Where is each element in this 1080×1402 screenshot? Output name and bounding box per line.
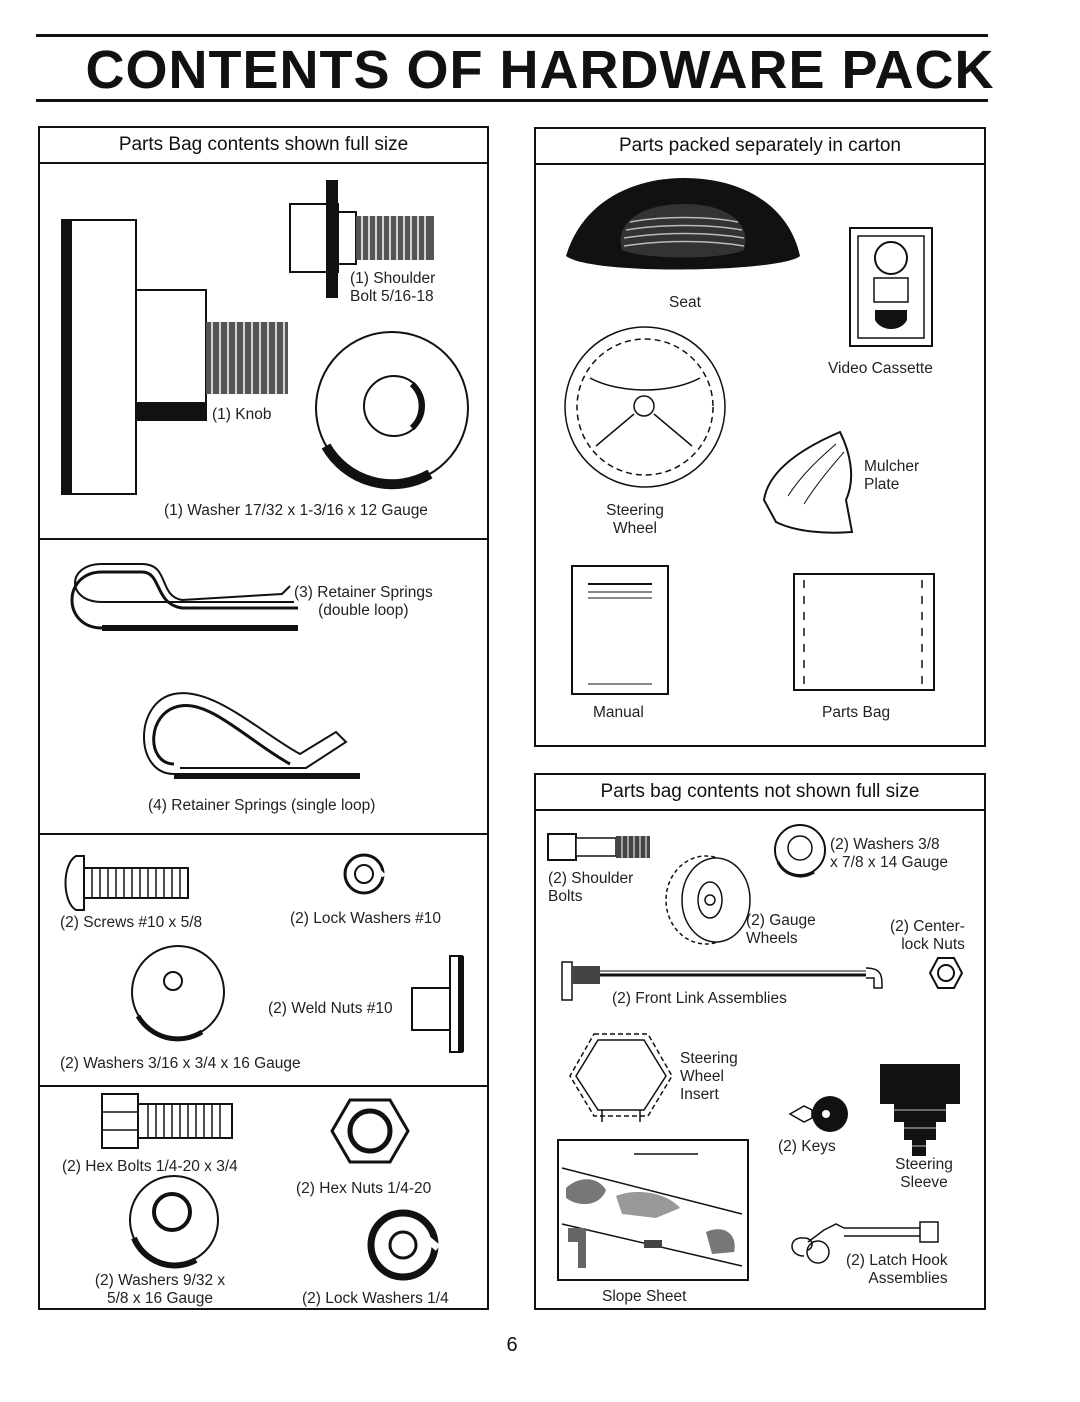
seat-label: Seat bbox=[669, 294, 701, 311]
centerlock-nuts-label: (2) Center- lock Nuts bbox=[890, 918, 965, 953]
keys-label: (2) Keys bbox=[778, 1138, 836, 1155]
parts-carton-panel: Parts packed separately in carton bbox=[534, 127, 986, 747]
manual-label: Manual bbox=[593, 704, 644, 721]
page-number: 6 bbox=[506, 1334, 518, 1356]
steering-wheel-insert-illustration bbox=[566, 1030, 676, 1124]
divider bbox=[40, 538, 487, 540]
washer-3-16-illustration bbox=[128, 944, 228, 1040]
parts-bag-icon bbox=[792, 572, 936, 692]
divider bbox=[40, 833, 487, 835]
knob-label: (1) Knob bbox=[212, 406, 272, 423]
shoulder-bolt-illustration bbox=[288, 180, 434, 298]
title-rule-top bbox=[36, 34, 988, 37]
latch-hook-label: (2) Latch Hook Assemblies bbox=[846, 1252, 948, 1287]
lock-washers-quarter-label: (2) Lock Washers 1/4 bbox=[302, 1290, 449, 1307]
divider bbox=[40, 1085, 487, 1087]
washer-9-32-illustration bbox=[126, 1172, 222, 1268]
hex-bolt-illustration bbox=[96, 1090, 236, 1150]
large-washer-illustration bbox=[312, 328, 472, 488]
front-link-assembly-illustration bbox=[556, 958, 886, 1004]
gauge-wheel-illustration bbox=[660, 852, 760, 948]
retainer-single-label: (4) Retainer Springs (single loop) bbox=[148, 797, 376, 814]
slope-sheet-illustration bbox=[556, 1138, 750, 1282]
washers-3-8-label: (2) Washers 3/8 x 7/8 x 14 Gauge bbox=[830, 836, 949, 871]
hex-nuts-label: (2) Hex Nuts 1/4-20 bbox=[296, 1180, 432, 1197]
steering-sleeve-illustration bbox=[880, 1064, 960, 1156]
hex-nut-illustration bbox=[330, 1096, 410, 1166]
retainer-double-label: (3) Retainer Springs (double loop) bbox=[294, 584, 433, 619]
title-rule-bottom bbox=[36, 99, 988, 102]
shoulder-bolts-label: (2) Shoulder Bolts bbox=[548, 870, 634, 905]
shoulder-bolt-label: (1) Shoulder Bolt 5/16-18 bbox=[350, 270, 436, 305]
latch-hook-illustration bbox=[784, 1212, 944, 1272]
front-link-label: (2) Front Link Assemblies bbox=[612, 990, 787, 1007]
retainer-single-loop-illustration bbox=[140, 672, 360, 780]
lock-washers-10-label: (2) Lock Washers #10 bbox=[290, 910, 442, 927]
manual-icon bbox=[570, 564, 670, 696]
steering-wheel-insert-label: Steering Wheel Insert bbox=[680, 1050, 738, 1103]
lock-washer-quarter-illustration bbox=[366, 1208, 440, 1282]
panel-header: Parts Bag contents shown full size bbox=[40, 128, 487, 164]
seat-illustration bbox=[566, 178, 800, 270]
large-washer-label: (1) Washer 17/32 x 1-3/16 x 12 Gauge bbox=[164, 502, 428, 519]
panel-header: Parts packed separately in carton bbox=[536, 129, 984, 165]
lock-washer-10-illustration bbox=[342, 852, 386, 896]
key-icon bbox=[786, 1096, 848, 1132]
screws-label: (2) Screws #10 x 5/8 bbox=[60, 914, 203, 931]
steering-wheel-illustration bbox=[560, 322, 730, 492]
washers-3-16-label: (2) Washers 3/16 x 3/4 x 16 Gauge bbox=[60, 1055, 301, 1072]
parts-not-full-size-panel: Parts bag contents not shown full size bbox=[534, 773, 986, 1310]
steering-sleeve-label: Steering Sleeve bbox=[895, 1156, 953, 1191]
washer-3-8-illustration bbox=[772, 822, 828, 878]
video-cassette-label: Video Cassette bbox=[828, 360, 933, 377]
retainer-double-loop-illustration bbox=[62, 556, 302, 636]
centerlock-nut-icon bbox=[928, 956, 964, 990]
screw-illustration bbox=[62, 852, 192, 914]
page-title: CONTENTS OF HARDWARE PACK bbox=[85, 40, 995, 100]
parts-bag-label: Parts Bag bbox=[822, 704, 891, 721]
slope-sheet-label: Slope Sheet bbox=[602, 1288, 687, 1305]
knob-illustration bbox=[56, 212, 288, 500]
parts-bag-full-size-panel: Parts Bag contents shown full size bbox=[38, 126, 489, 1310]
steering-wheel-label: Steering Wheel bbox=[606, 502, 664, 537]
gauge-wheels-label: (2) Gauge Wheels bbox=[746, 912, 816, 947]
mulcher-plate-label: Mulcher Plate bbox=[864, 458, 920, 493]
video-cassette-icon bbox=[846, 224, 936, 350]
mulcher-plate-illustration bbox=[758, 424, 858, 540]
weld-nut-illustration bbox=[404, 952, 464, 1056]
hex-bolts-label: (2) Hex Bolts 1/4-20 x 3/4 bbox=[62, 1158, 238, 1175]
shoulder-bolts-small-illustration bbox=[546, 828, 650, 864]
weld-nuts-label: (2) Weld Nuts #10 bbox=[268, 1000, 393, 1017]
panel-header: Parts bag contents not shown full size bbox=[536, 775, 984, 811]
washers-9-32-label: (2) Washers 9/32 x 5/8 x 16 Gauge bbox=[94, 1272, 226, 1307]
